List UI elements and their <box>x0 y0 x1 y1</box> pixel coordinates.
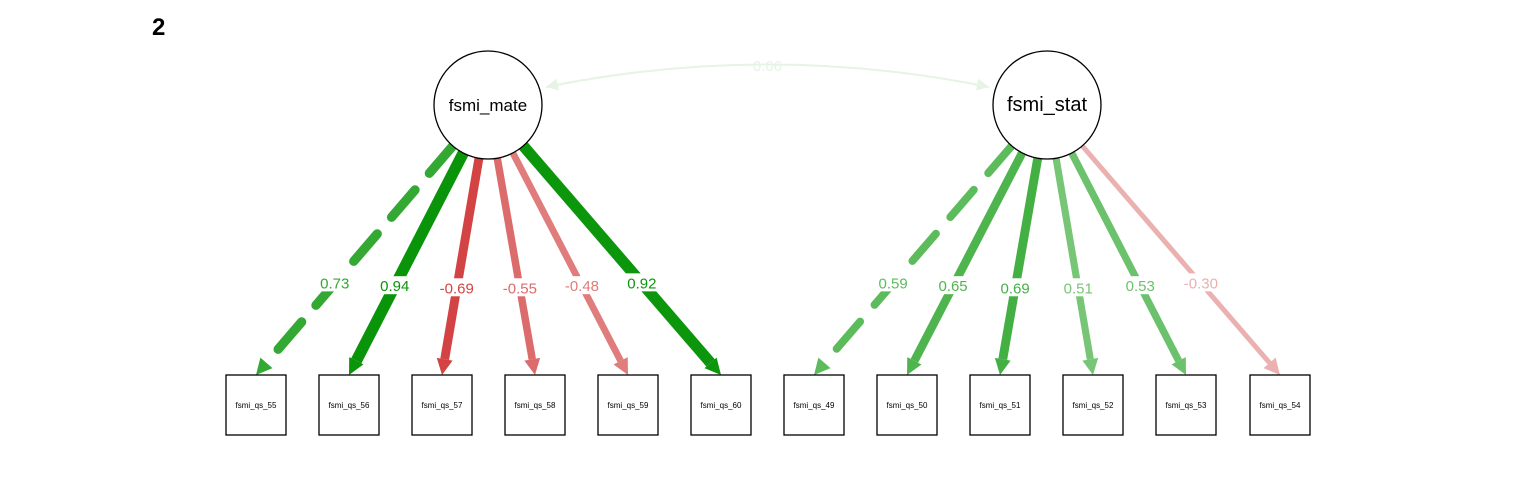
loading-label: 0.69 <box>1000 280 1029 297</box>
indicator-box <box>876 374 938 436</box>
loading-line <box>1080 144 1272 365</box>
loading-label: 0.94 <box>380 278 409 295</box>
loading-line <box>261 141 458 368</box>
indicator-box <box>783 374 845 436</box>
loading-label-bg <box>876 273 911 292</box>
loading-label-bg <box>564 276 599 295</box>
indicator-box <box>504 374 566 436</box>
indicator-label: fsmi_qs_56 <box>329 401 370 410</box>
indicator-label: fsmi_qs_60 <box>701 401 742 410</box>
loading-line <box>910 150 1026 363</box>
indicator-label: fsmi_qs_49 <box>794 401 835 410</box>
latent-label: fsmi_stat <box>1007 94 1087 116</box>
indicator-box <box>1155 374 1217 436</box>
loading-paths <box>256 63 1280 375</box>
loading-line <box>820 141 1016 367</box>
loading-line <box>1068 151 1182 363</box>
loading-label: -0.30 <box>1184 275 1218 292</box>
loading-arrowhead <box>436 357 453 375</box>
loading-label: 0.92 <box>627 275 656 292</box>
loading-label-bg <box>502 278 537 297</box>
loading-label-bg <box>377 276 412 295</box>
latent-node-mate <box>433 50 543 160</box>
loading-label: -0.48 <box>565 278 599 295</box>
loading-label-bg <box>1123 276 1158 295</box>
loading-line <box>493 157 536 360</box>
indicator-label: fsmi_qs_59 <box>608 401 649 410</box>
loading-label-bg <box>1183 273 1218 292</box>
loading-line <box>351 150 469 364</box>
latent-label: fsmi_mate <box>449 96 527 115</box>
loading-arrowhead <box>524 357 541 375</box>
loading-arrowhead <box>994 357 1011 375</box>
covariance-label: 0.06 <box>753 58 782 75</box>
loading-label: 0.51 <box>1064 280 1093 297</box>
covariance-arrowhead <box>546 78 559 91</box>
loading-label: -0.69 <box>440 280 474 297</box>
indicator-box <box>969 374 1031 436</box>
indicator-box <box>597 374 659 436</box>
loading-label-bg <box>1061 278 1096 297</box>
covariance-arrowhead <box>976 78 989 91</box>
loading-arrowhead <box>349 357 364 375</box>
loading-label-bg <box>624 273 659 292</box>
panel-label: 2 <box>152 14 166 41</box>
indicator-label: fsmi_qs_52 <box>1073 401 1114 410</box>
loading-label-bg <box>936 276 971 295</box>
nodes: fsmi_mate fsmi_stat fsmi_qs_55 fsmi_qs_56 fs… <box>225 50 1311 436</box>
loading-line <box>440 157 484 360</box>
indicator-label: fsmi_qs_53 <box>1166 401 1207 410</box>
covariance-arc <box>545 63 990 88</box>
loading-label: 0.73 <box>320 275 349 292</box>
indicator-label: fsmi_qs_57 <box>422 401 463 410</box>
indicator-box <box>1062 374 1124 436</box>
loading-arrowhead <box>613 357 628 375</box>
loading-line <box>509 151 624 363</box>
loading-line <box>1052 157 1094 360</box>
indicator-box <box>1249 374 1311 436</box>
indicator-box <box>411 374 473 436</box>
loading-label-bg <box>439 278 474 297</box>
indicator-label: fsmi_qs_55 <box>236 401 277 410</box>
loading-arrowhead <box>1082 357 1099 375</box>
latent-node-stat <box>992 50 1102 160</box>
loading-arrowhead <box>704 357 721 375</box>
indicator-label: fsmi_qs_58 <box>515 401 556 410</box>
loading-label: 0.65 <box>938 278 967 295</box>
loading-label: 0.53 <box>1126 278 1155 295</box>
indicator-box <box>318 374 380 436</box>
loading-arrowhead <box>814 357 831 375</box>
indicator-label: fsmi_qs_51 <box>980 401 1021 410</box>
loading-arrowhead <box>256 357 273 375</box>
loading-line <box>998 157 1043 361</box>
loading-label: -0.55 <box>503 280 537 297</box>
loading-arrowhead <box>1263 357 1280 375</box>
loading-arrowhead <box>907 357 922 375</box>
loading-line <box>519 142 715 367</box>
loading-label: 0.59 <box>878 275 907 292</box>
indicator-label: fsmi_qs_50 <box>887 401 928 410</box>
edge-labels: 0.06 0.73 0.94 -0.69 -0.55 -0.48 0.92 0.59 0.65 0… <box>317 58 1218 297</box>
loading-label-bg <box>317 273 352 292</box>
loading-arrowhead <box>1171 357 1186 375</box>
indicator-box <box>225 374 287 436</box>
loading-label-bg <box>998 278 1033 297</box>
indicator-label: fsmi_qs_54 <box>1260 401 1301 410</box>
indicator-box <box>690 374 752 436</box>
